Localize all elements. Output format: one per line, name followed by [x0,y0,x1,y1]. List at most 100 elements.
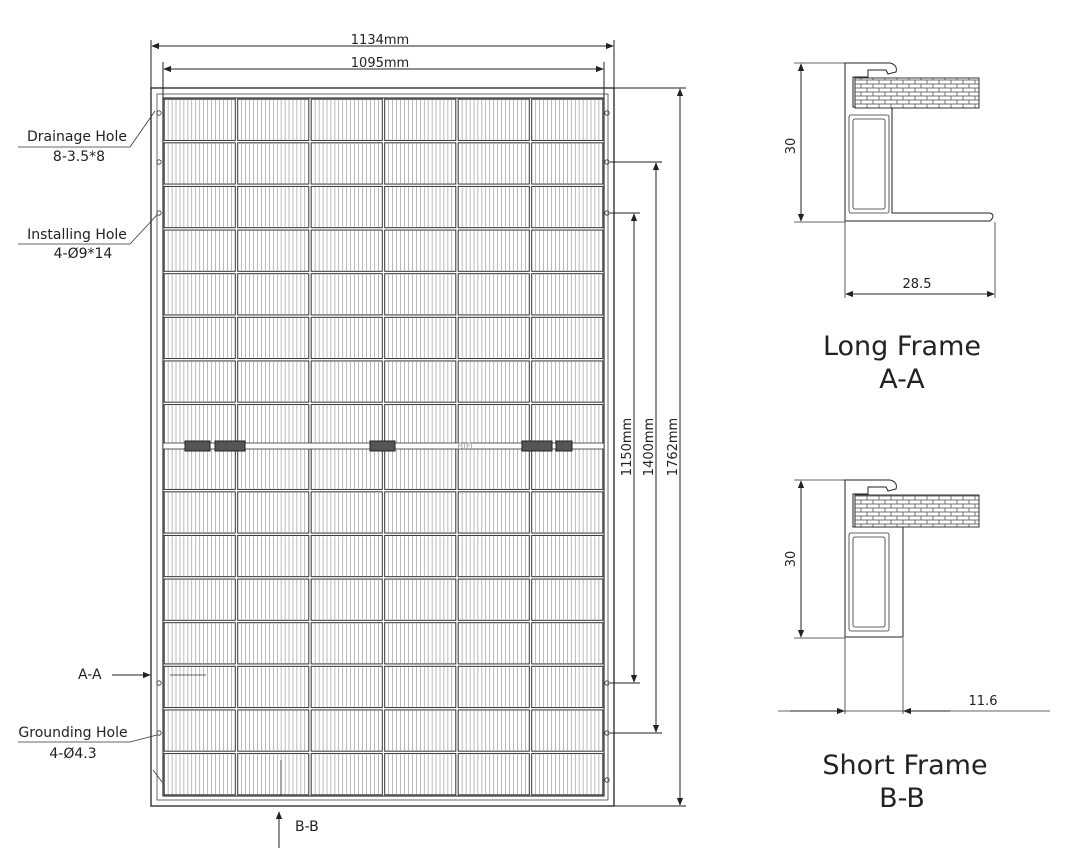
solar-cell [310,316,383,360]
solar-cell [457,229,530,272]
solar-cell [163,534,236,578]
installing-hole [604,210,610,216]
junction-box [555,440,573,452]
junction-box [184,440,211,452]
junction-box-row [162,440,605,452]
solar-cell [384,360,457,403]
installing-hole [604,159,610,165]
solar-cell [237,447,310,490]
solar-cell [163,447,236,490]
solar-cell [310,98,383,141]
solar-cell [163,665,236,709]
solar-cell [457,98,530,141]
short-frame-width-label: 11.6 [969,694,998,709]
long-frame-height-label: 30 [784,138,799,155]
edge-holes [156,110,610,783]
solar-cell [310,709,383,752]
grounding-hole [156,730,162,736]
solar-cell [310,665,383,709]
solar-cell [310,578,383,621]
solar-cell [457,185,530,229]
inner-height-label: 1150mm [620,418,635,476]
solar-cell [531,142,604,185]
solar-cell [457,578,530,621]
solar-cell [310,360,383,403]
solar-cell [237,185,310,229]
solar-cell [163,360,236,403]
long-frame-width-label: 28.5 [903,277,932,292]
installing-hole [156,210,162,216]
solar-cell [531,185,604,229]
section-aa-marker: A-A [78,667,102,683]
inner-width-label: 1095mm [351,56,409,71]
solar-cell [163,229,236,272]
drainage-hole-spec: 8-3.5*8 [53,149,105,165]
drainage-hole [604,777,610,783]
installing-hole-title: Installing Hole [27,227,127,243]
solar-cell [457,665,530,709]
installing-hole [156,680,162,686]
solar-cell [237,534,310,578]
solar-cell [531,578,604,621]
solar-cell [457,273,530,316]
long-frame-profile [844,62,994,222]
solar-cell [457,753,530,796]
drainage-hole [156,159,162,165]
panel-frame-inner [156,93,609,801]
solar-cell [384,622,457,665]
solar-cell [237,229,310,272]
solar-cell [384,491,457,534]
solar-cell [531,534,604,578]
solar-cell [384,142,457,185]
solar-cell [163,185,236,229]
solar-cell [384,753,457,796]
solar-cell [384,185,457,229]
junction-box [369,440,396,452]
solar-cell [163,753,236,796]
solar-cell [457,622,530,665]
solar-cell [310,622,383,665]
junction-box [214,440,246,452]
solar-cell [163,404,236,447]
short-frame-glass [854,494,980,528]
solar-cell [457,316,530,360]
solar-cell [163,142,236,185]
solar-cell [163,709,236,752]
solar-cell [384,98,457,141]
left-callouts: Drainage Hole 8-3.5*8 Installing Hole 4-… [18,110,319,848]
solar-cell [163,98,236,141]
drainage-hole [604,110,610,116]
long-frame-section: 30 28.5 Long Frame A-A [784,62,996,395]
solar-cell [457,360,530,403]
solar-cell [310,185,383,229]
solar-cell [163,491,236,534]
solar-cell [457,534,530,578]
solar-cell [531,229,604,272]
solar-cell [163,316,236,360]
solar-cell [237,578,310,621]
grounding-hole [604,730,610,736]
height-dimensions: 1762mm 1400mm 1150mm [610,87,686,807]
installing-hole-spec: 4-Ø9*14 [54,246,113,262]
solar-cell [531,316,604,360]
solar-cell [384,534,457,578]
solar-cell [531,273,604,316]
solar-cell [457,142,530,185]
solar-cell [531,622,604,665]
solar-cell [384,709,457,752]
solar-cell [237,360,310,403]
solar-cell [531,491,604,534]
solar-cell [531,404,604,447]
solar-cell [457,447,530,490]
solar-cell [310,447,383,490]
solar-cell [310,491,383,534]
solar-cell [163,622,236,665]
solar-cell [531,753,604,796]
solar-cell [384,665,457,709]
solar-cell [457,404,530,447]
solar-cell [531,360,604,403]
solar-cell [310,404,383,447]
mid-height-label: 1400mm [642,418,657,476]
solar-cell [384,273,457,316]
